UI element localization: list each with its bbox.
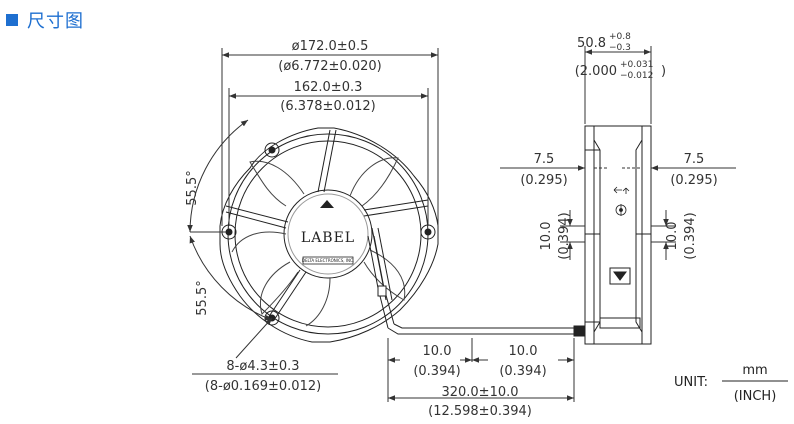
unit-top: mm: [742, 363, 767, 378]
angle-bottom: 55.5°: [195, 280, 210, 315]
section-title: 尺寸图: [27, 11, 84, 32]
section-header: 尺寸图: [6, 7, 84, 33]
mount-right-in: (0.394): [683, 212, 698, 259]
thickness-in-tol-plus: +0.031: [620, 60, 653, 70]
label-box: [304, 225, 352, 233]
lead-strip-1-in: (0.394): [413, 364, 460, 379]
holes-mm: 8-ø4.3±0.3: [226, 359, 299, 374]
dim-mount-heights: [560, 210, 676, 260]
unit-legend: UNIT: mm (INCH): [674, 363, 788, 404]
unit-prefix: UNIT:: [674, 375, 708, 390]
side-markings: [613, 186, 630, 216]
outer-diameter-in: (ø6.772±0.020): [278, 59, 381, 74]
thickness-mm-tol-minus: −0.3: [609, 43, 631, 53]
thickness-in-tol-minus: −0.012: [620, 71, 653, 81]
mounting-hole-top-left: [264, 142, 280, 158]
mounting-hole-right: [420, 224, 436, 240]
rotation-arrow-icon: [622, 187, 630, 194]
lead-strip-2-in: (0.394): [499, 364, 546, 379]
lead-strip-2-mm: 10.0: [509, 344, 538, 359]
dim-angles: [187, 119, 273, 321]
flange-left-mm: 7.5: [534, 152, 555, 167]
thickness-mm: 50.8: [577, 36, 606, 51]
dim-thickness: [584, 46, 652, 124]
fan-label: LABEL: [301, 230, 355, 246]
flange-left-in: (0.295): [520, 173, 567, 188]
hole-spacing-in: (6.378±0.012): [280, 99, 375, 114]
square-bullet-icon: [6, 14, 18, 26]
fan-label-small: DELTA ELECTRONICS, INC.: [302, 258, 354, 263]
flange-right-mm: 7.5: [684, 152, 705, 167]
front-view: [219, 127, 585, 343]
delta-logo-icon: [320, 200, 334, 208]
side-bottom-bracket: [599, 317, 641, 329]
lead-length-in: (12.598±0.394): [428, 404, 532, 419]
airflow-arrow-icon: [613, 186, 622, 194]
angle-top: 55.5°: [185, 170, 200, 205]
side-view: [584, 125, 652, 345]
outer-diameter-mm: ø172.0±0.5: [292, 39, 369, 54]
mount-right-mm: 10.0: [665, 222, 680, 251]
dim-lead-wire: [387, 338, 575, 402]
unit-bottom: (INCH): [734, 389, 777, 404]
lead-wire: [367, 235, 585, 337]
hole-spacing-mm: 162.0±0.3: [294, 80, 363, 95]
label-small-box: [302, 256, 354, 265]
dim-outer-diameter: [221, 48, 439, 226]
lead-strip-1-mm: 10.0: [423, 344, 452, 359]
flange-right-in: (0.295): [670, 173, 717, 188]
fan-hub-inner: [287, 193, 369, 275]
thickness-in-close: ): [661, 64, 666, 79]
thickness-mm-tol-plus: +0.8: [609, 32, 631, 42]
lead-length-mm: 320.0±10.0: [441, 385, 518, 400]
holes-in: (8-ø0.169±0.012): [205, 379, 321, 394]
thickness-in: (2.000: [575, 64, 617, 79]
side-frame: [584, 125, 652, 345]
holes-leader: [192, 317, 338, 375]
mount-left-mm: 10.0: [539, 222, 554, 251]
mount-left-in: (0.394): [557, 212, 572, 259]
